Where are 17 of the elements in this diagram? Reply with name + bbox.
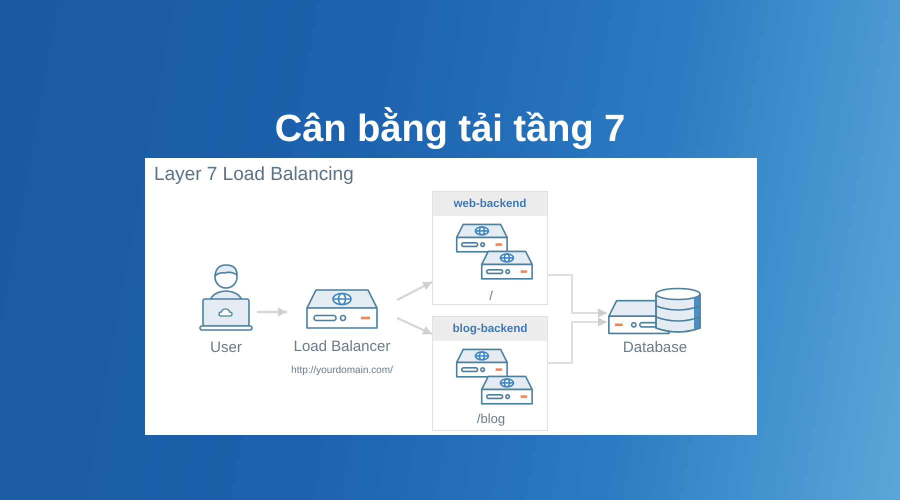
diagram-heading: Layer 7 Load Balancing xyxy=(154,163,354,187)
arrow xyxy=(548,318,607,364)
arrow xyxy=(396,317,432,335)
backend-header: blog-backend xyxy=(433,317,547,341)
backend-panel xyxy=(432,191,548,305)
node-label: Load Balancer xyxy=(294,338,390,356)
title-text: Cân bằng tải tầng 7 xyxy=(274,108,626,150)
arrow xyxy=(548,274,607,318)
node-label: Database xyxy=(622,339,688,357)
arrow xyxy=(396,281,432,301)
url-text: http://yourdomain.com/ xyxy=(291,365,393,377)
route-path: /blog xyxy=(476,411,506,427)
backend-panel xyxy=(432,316,548,431)
node-label: User xyxy=(210,339,242,357)
backend-header: web-backend xyxy=(433,192,547,216)
arrow xyxy=(257,308,287,316)
route-path: / xyxy=(489,288,493,304)
